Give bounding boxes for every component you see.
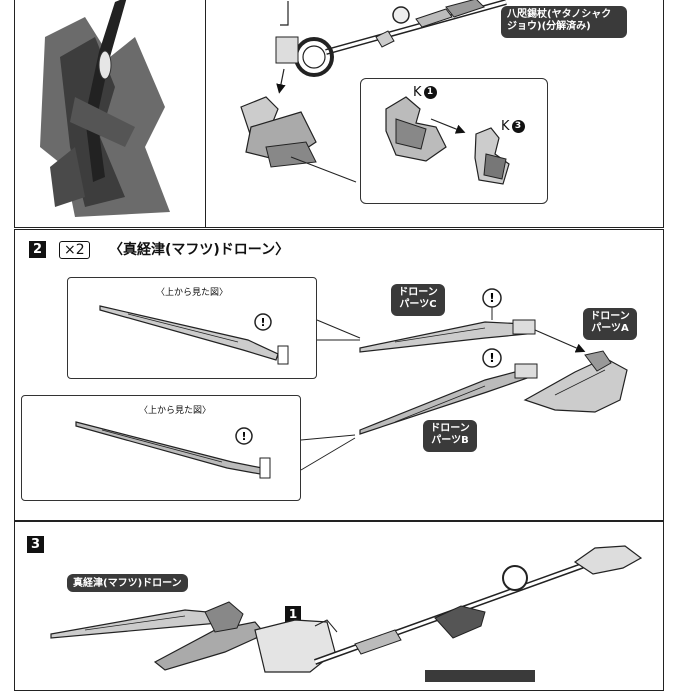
- step1-photo-panel: [14, 0, 206, 228]
- drone-part-b-label: ドローン パーツB: [423, 420, 477, 452]
- k1-letter: K: [413, 85, 422, 100]
- subview-bottom-title: 〈上から見た図〉: [139, 406, 212, 416]
- drone-assembly-drawing: ! !: [300, 288, 628, 471]
- step3-number: 3: [27, 536, 44, 553]
- drone-assembled-label: 真経津(マフツ)ドローン: [67, 574, 188, 592]
- step2-number: 2: [29, 241, 46, 258]
- drone-part-bottom-view: !: [75, 421, 271, 479]
- staff-label: 八咫錫杖(ヤタノシャク ジョウ)(分解済み): [501, 6, 627, 38]
- k-parts-drawing: [385, 96, 510, 185]
- step2-panel: 2 ×2 〈真経津(マフツ)ドローン〉 〈上から見た図〉 ! 〈上から見た図〉 …: [14, 229, 664, 521]
- step3-panel: 3 真経津(マフツ)ドローン 1: [14, 521, 664, 691]
- staff-assembly-drawing: [240, 0, 507, 183]
- k3-letter: K: [501, 119, 510, 134]
- step2-quantity: ×2: [59, 241, 90, 259]
- full-assembly-drawing: [50, 545, 643, 682]
- k1-number-badge: 1: [423, 86, 437, 99]
- caution-icon: !: [260, 316, 265, 329]
- svg-text:!: !: [489, 291, 494, 305]
- k3-number-badge: 3: [511, 120, 525, 133]
- drone-part-a-label: ドローン パーツA: [583, 308, 637, 340]
- step2-title: 〈真経津(マフツ)ドローン〉: [109, 242, 290, 258]
- subview-top: 〈上から見た図〉 !: [67, 277, 317, 379]
- subview-top-title: 〈上から見た図〉: [156, 288, 229, 298]
- figure-photo: [37, 0, 170, 217]
- drone-part-top-view: !: [99, 305, 289, 365]
- svg-text:!: !: [489, 351, 494, 365]
- step3-ref-number: 1: [285, 606, 301, 622]
- subview-bottom: 〈上から見た図〉 !: [21, 395, 301, 501]
- drone-part-c-label: ドローン パーツC: [391, 284, 445, 316]
- caution-icon: !: [241, 430, 246, 443]
